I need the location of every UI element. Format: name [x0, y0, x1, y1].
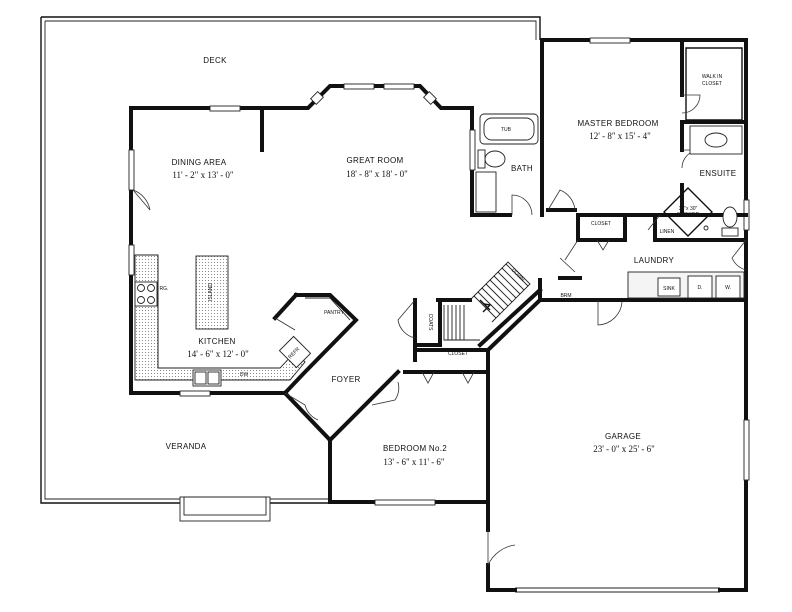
master-bedroom-size: 12' - 8" x 15' - 4"	[589, 131, 651, 141]
front-steps	[179, 496, 271, 522]
walk-in-closet-label-2: CLOSET	[702, 81, 722, 87]
bath-fixtures	[475, 113, 539, 213]
ensuite-label: ENSUITE	[700, 169, 737, 178]
veranda-label: VERANDA	[166, 442, 207, 451]
walk-in-closet-label-1: WALK IN	[702, 74, 723, 80]
deck-label: DECK	[203, 56, 227, 65]
kitchen-label: KITCHEN	[198, 337, 235, 346]
interior-walls	[260, 38, 748, 443]
garage-label: GARAGE	[605, 432, 641, 441]
shower-size-label: 30"x 30"	[679, 206, 698, 212]
bedroom-2-size: 13' - 6" x 11' - 6"	[383, 457, 445, 467]
laundry-fixtures	[627, 271, 745, 299]
tub-label: TUB	[501, 127, 512, 133]
kitchen-size: 14' - 6" x 12' - 0"	[187, 349, 249, 359]
dryer-label: D.	[698, 285, 703, 291]
garage-door	[488, 587, 748, 593]
deck-outline	[40, 16, 541, 504]
kitchen-fixtures	[134, 254, 351, 387]
coats-label: COATS	[427, 314, 433, 332]
foyer-label: FOYER	[331, 375, 360, 384]
range-label: RG.	[160, 286, 169, 292]
washer-label: W.	[725, 285, 731, 291]
master-bedroom-label: MASTER BEDROOM	[577, 119, 658, 128]
laundry-label: LAUNDRY	[634, 256, 675, 265]
brm-label: BRM	[560, 293, 571, 299]
pantry-label: PANTRY	[324, 310, 344, 316]
closet-lower-label: CLOSET	[448, 351, 468, 357]
dishwasher-label: DW	[240, 372, 249, 378]
island-label: ISLAND	[208, 283, 214, 301]
closet-upper-label: CLOSET	[591, 221, 611, 227]
linen-label: LINEN	[660, 229, 675, 235]
dining-area-size: 11' - 2" x 13' - 0"	[172, 170, 234, 180]
bedroom-2-label: BEDROOM No.2	[383, 444, 447, 453]
bath-label: BATH	[511, 164, 533, 173]
dining-area-label: DINING AREA	[172, 158, 227, 167]
ensuite-fixtures	[689, 125, 743, 237]
great-room-label: GREAT ROOM	[347, 156, 404, 165]
sink-label: SINK	[663, 286, 675, 292]
garage-size: 23' - 0" x 25' - 6"	[593, 444, 655, 454]
doors	[132, 94, 747, 566]
shower-label: SHOWER	[677, 212, 700, 218]
great-room-size: 18' - 8" x 18' - 0"	[346, 169, 408, 179]
stairs	[443, 261, 531, 341]
